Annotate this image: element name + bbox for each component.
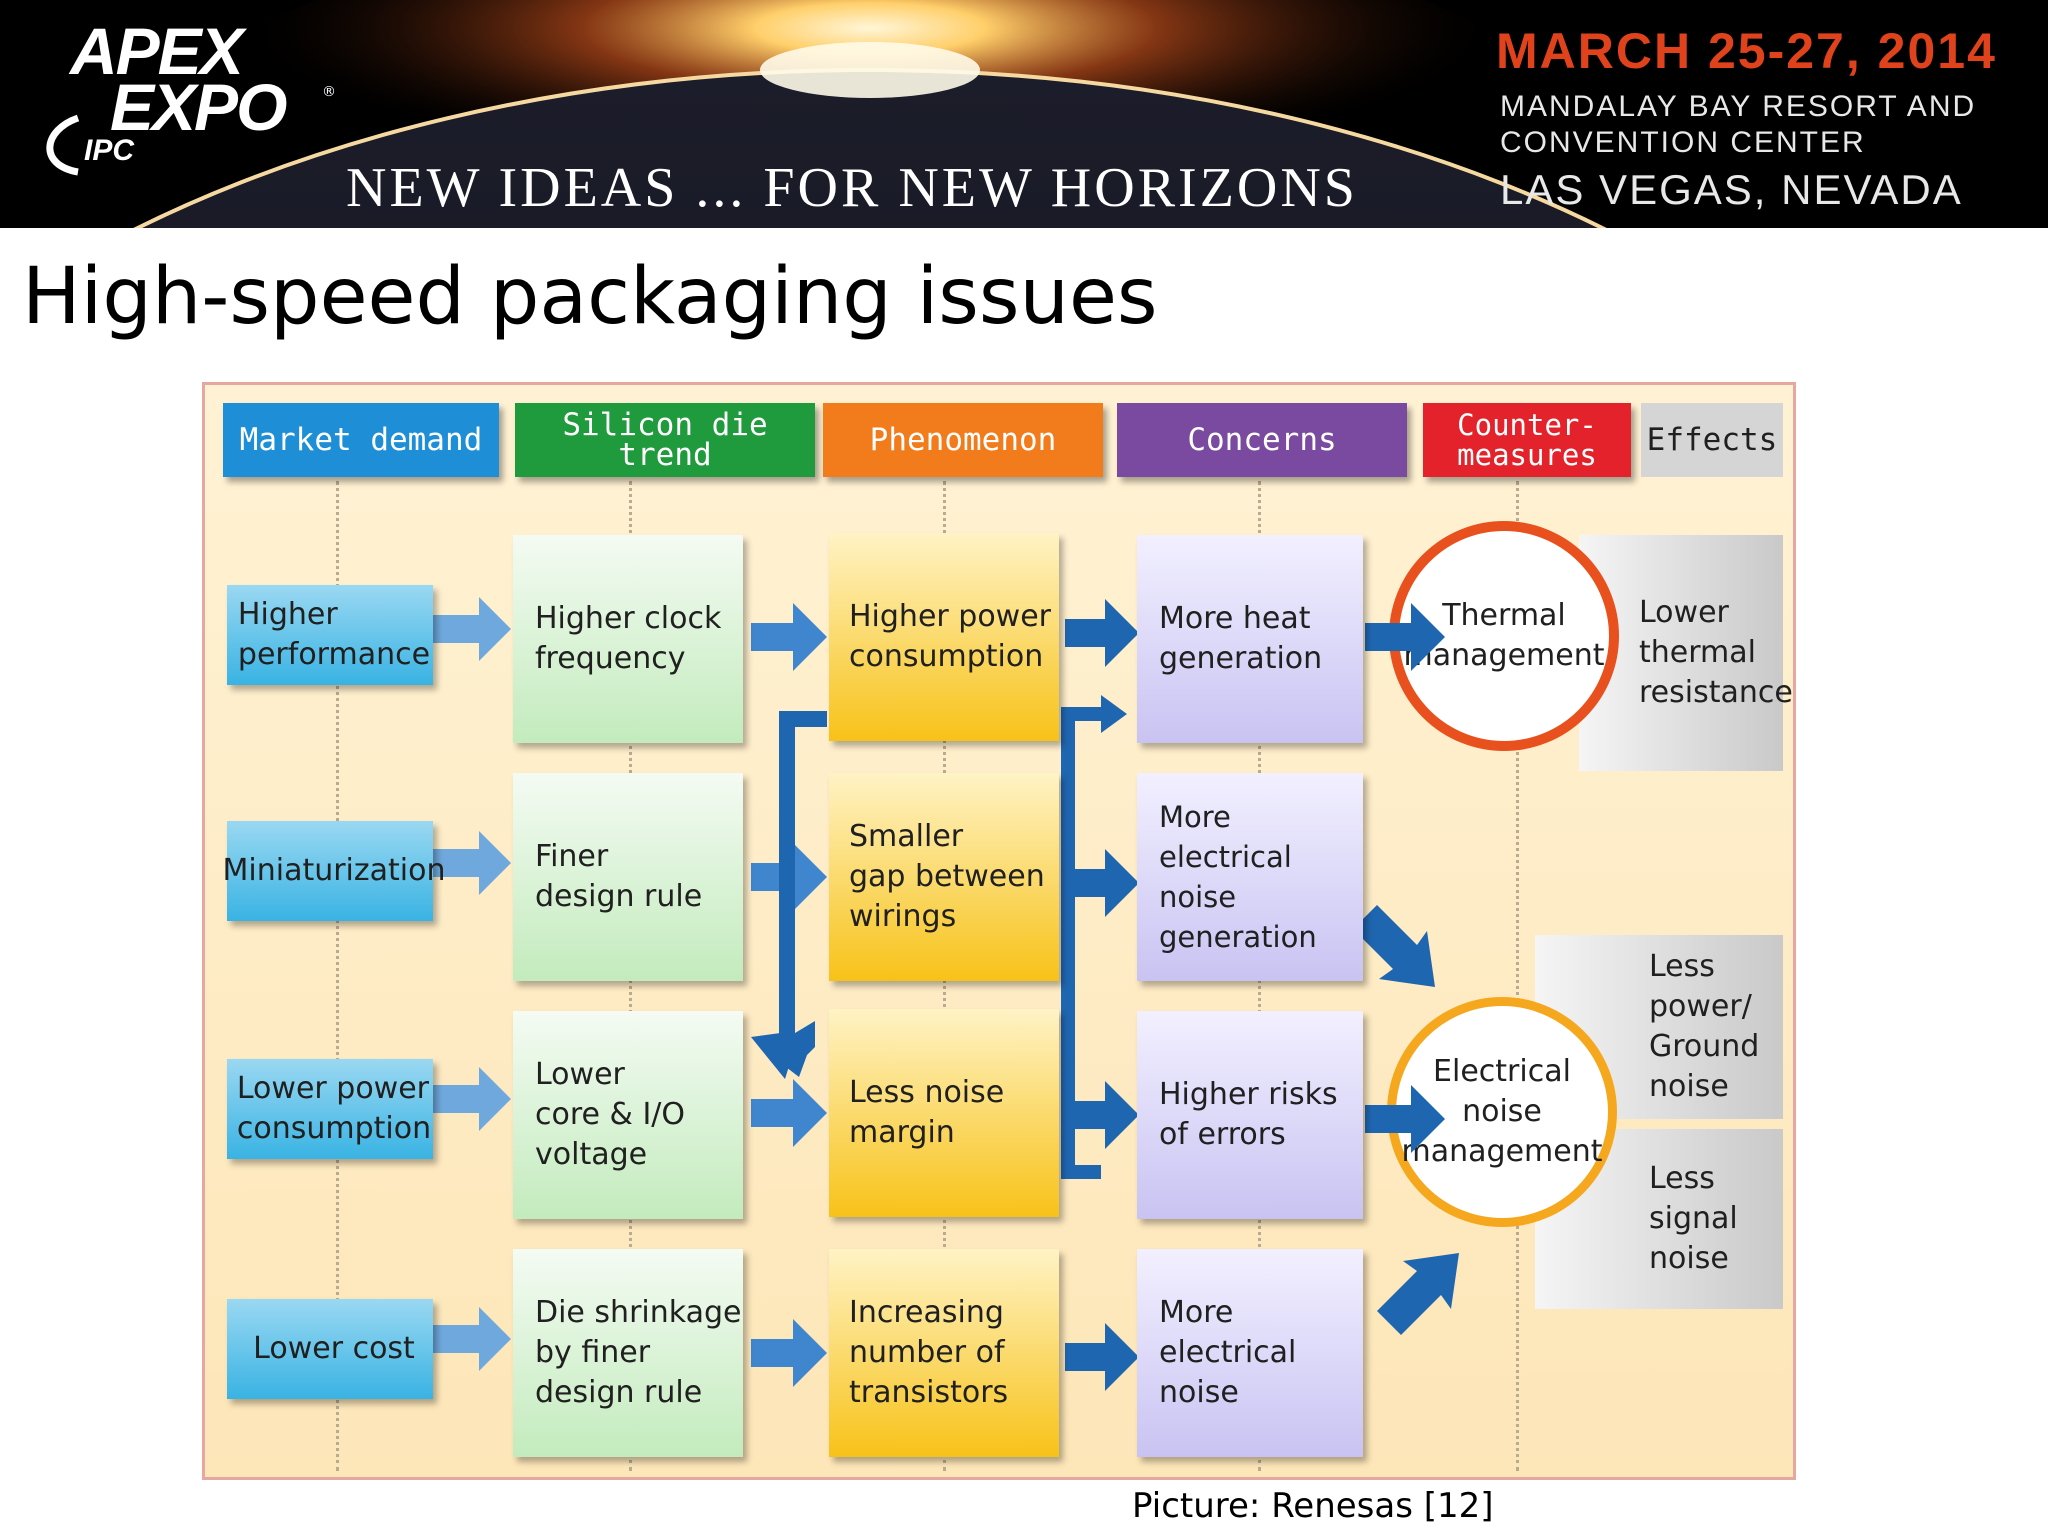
- header-concerns: Concerns: [1117, 403, 1407, 477]
- countermeasure-thermal-management: Thermal management: [1389, 521, 1619, 751]
- market-miniaturization: Miniaturization: [223, 821, 446, 921]
- planet-horizon-graphic: [0, 0, 2048, 228]
- header-silicon-die-trend: Silicon die trend: [515, 403, 815, 477]
- countermeasure-electrical-noise-management: Electrical noise management: [1387, 997, 1617, 1227]
- ipc-swoosh-icon: [46, 114, 80, 176]
- header-effects: Effects: [1641, 403, 1783, 477]
- market-lower-power: Lower power consumption: [227, 1059, 433, 1159]
- silicon-die-shrinkage: Die shrinkage by finer design rule: [513, 1249, 743, 1457]
- picture-credit: Picture: Renesas [12]: [1132, 1486, 1494, 1526]
- arrows-market-to-silicon: [433, 597, 511, 1371]
- event-location: LAS VEGAS, NEVADA: [1500, 166, 1963, 213]
- expo-logo-text: EXPO: [110, 70, 287, 144]
- arrow-riser-to-concerns: [1061, 695, 1127, 1179]
- registered-mark: ®: [322, 84, 336, 100]
- concern-higher-error-risk: Higher risks of errors: [1137, 1011, 1363, 1219]
- header-phenomenon: Phenomenon: [823, 403, 1103, 477]
- silicon-lower-voltage: Lower core & I/O voltage: [513, 1011, 743, 1219]
- concern-more-electrical-noise: More electrical noise: [1137, 1249, 1363, 1457]
- phenomenon-more-transistors: Increasing number of transistors: [829, 1249, 1059, 1457]
- phenomenon-less-noise-margin: Less noise margin: [829, 1009, 1059, 1217]
- banner-tagline: NEW IDEAS ... FOR NEW HORIZONS: [346, 157, 1358, 219]
- event-date: MARCH 25-27, 2014: [1496, 23, 1997, 79]
- silicon-higher-clock: Higher clock frequency: [513, 535, 743, 743]
- event-banner: APEX EXPO ® IPC NEW IDEAS ... FOR NEW HO…: [0, 0, 2048, 228]
- phenomenon-higher-power: Higher power consumption: [829, 533, 1059, 741]
- market-higher-performance: Higher performance: [227, 585, 433, 685]
- market-lower-cost: Lower cost: [227, 1299, 433, 1399]
- arrow-feedback-voltage: [751, 711, 827, 1079]
- packaging-issues-diagram: Market demand Silicon die trend Phenomen…: [202, 382, 1796, 1480]
- silicon-finer-design-rule: Finer design rule: [513, 773, 743, 981]
- column-guide-market: [336, 481, 339, 1471]
- arrows-phenomenon-to-concerns: [1065, 599, 1139, 1391]
- slide-title: High-speed packaging issues: [22, 252, 1158, 342]
- ipc-logo-text: IPC: [84, 134, 135, 167]
- concern-electrical-noise-generation: More electrical noise generation: [1137, 773, 1363, 981]
- concern-more-heat: More heat generation: [1137, 535, 1363, 743]
- apex-logo-text: APEX: [70, 14, 244, 88]
- header-countermeasures: Counter- measures: [1423, 403, 1631, 477]
- header-market-demand: Market demand: [223, 403, 499, 477]
- event-venue-line-2: CONVENTION CENTER: [1500, 126, 1866, 159]
- phenomenon-smaller-gap: Smaller gap between wirings: [829, 773, 1059, 981]
- column-guide-counter: [1516, 481, 1519, 1471]
- event-venue-line-1: MANDALAY BAY RESORT AND: [1500, 90, 1977, 123]
